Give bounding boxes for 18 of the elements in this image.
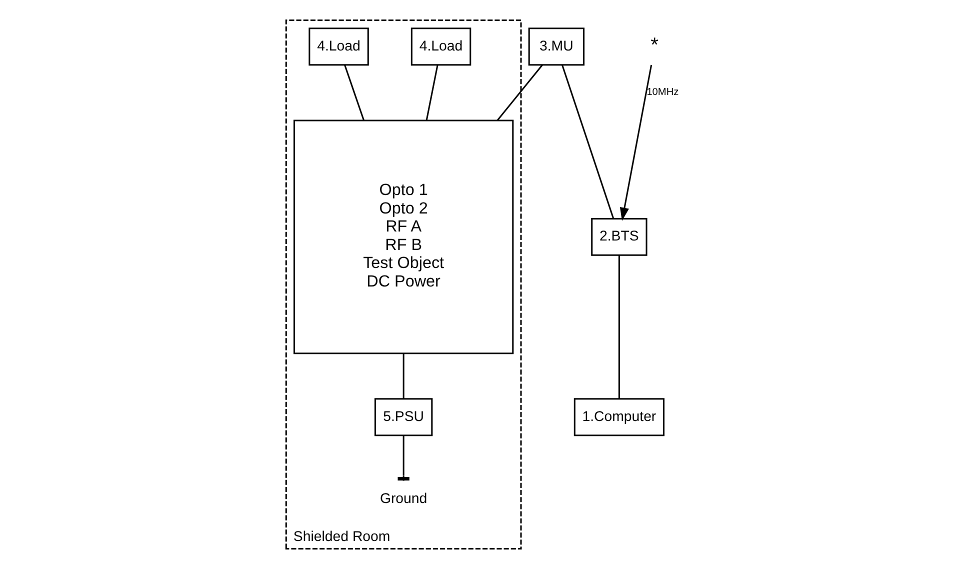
connector (425, 64, 438, 121)
connector (344, 64, 364, 121)
node-box: Opto 1 Opto 2 RF A RF B Test Object DC Power (292, 120, 514, 354)
connector (402, 354, 404, 399)
node-box: 3.MU (528, 28, 584, 66)
node-box: 5.PSU (374, 398, 432, 436)
connector (496, 64, 542, 121)
connector (561, 64, 614, 219)
connector (618, 255, 620, 399)
node-box: 4.Load (308, 28, 368, 66)
arrow (619, 64, 652, 221)
connector (397, 435, 409, 481)
node-text: Ground (379, 490, 427, 507)
node-box: 1.Computer (573, 398, 664, 436)
node-box: 4.Load (410, 28, 471, 66)
node-text: * (650, 34, 658, 57)
node-box: 2.BTS (590, 218, 647, 256)
edge-label: 10MHz (646, 87, 678, 98)
